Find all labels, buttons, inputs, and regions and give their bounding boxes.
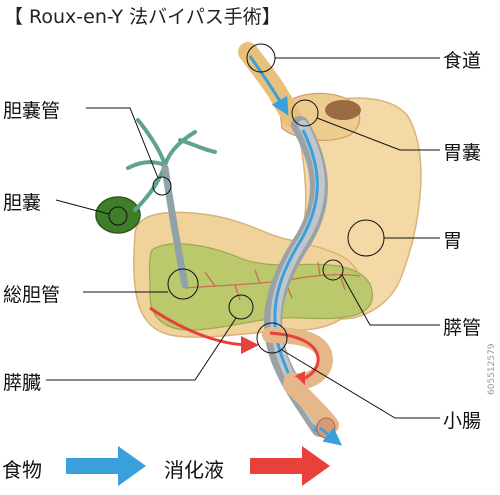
label-bile-duct: 胆嚢管 — [3, 100, 61, 122]
callout-circle-gallbladder — [108, 206, 128, 226]
label-gastric-pouch: 胃嚢 — [443, 142, 482, 164]
label-pancreas: 膵臓 — [3, 372, 42, 394]
label-small-intestine: 小腸 — [443, 410, 482, 432]
callout-circle-pancreas — [228, 294, 254, 320]
callout-circle-pouch — [291, 99, 319, 127]
callout-circle-pancreatic-duct — [322, 259, 344, 281]
legend-food-label: 食物 — [2, 458, 42, 482]
digestive-arrow — [250, 446, 330, 486]
diagram-title: 【 Roux-en-Y 法バイパス手術】 — [4, 6, 281, 28]
food-arrow — [66, 446, 146, 486]
label-common-bile-duct: 総胆管 — [3, 284, 61, 306]
label-gallbladder: 胆嚢 — [3, 192, 42, 214]
callout-circle-bile-duct — [152, 176, 172, 196]
watermark-id: 605512579 — [487, 343, 497, 395]
label-pancreatic-duct: 膵管 — [443, 317, 482, 339]
gallbladder-shape — [95, 196, 141, 234]
label-esophagus: 食道 — [443, 50, 482, 72]
callout-circle-common-bile — [167, 268, 199, 300]
callout-circle-intestine — [256, 322, 288, 354]
legend-digestive-label: 消化液 — [164, 458, 224, 482]
label-stomach: 胃 — [443, 230, 463, 252]
